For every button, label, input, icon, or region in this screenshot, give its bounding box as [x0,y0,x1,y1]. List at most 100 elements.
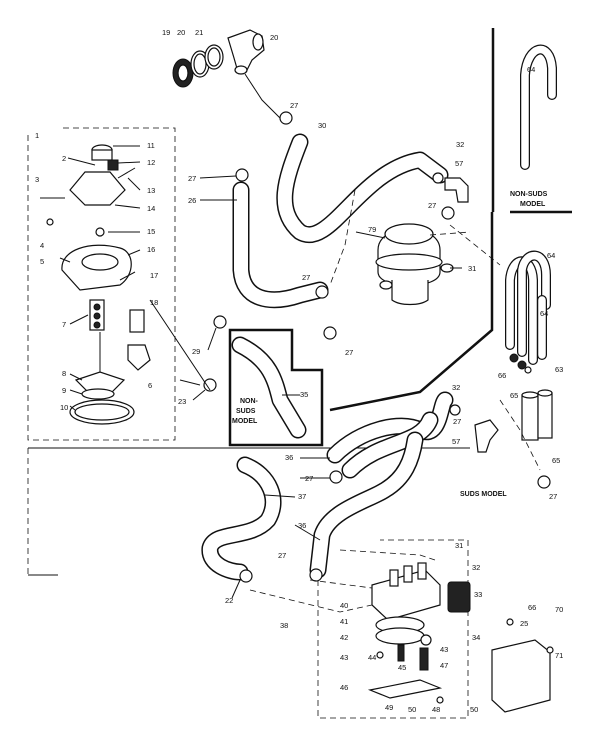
non-suds-mid-line3: MODEL [232,418,258,425]
non-suds-top-line1: NON-SUDS [510,191,548,198]
label-26: 26 [188,196,196,205]
washer-15 [95,227,105,237]
part-labels: 1 2 3 4 5 6 7 8 9 10 11 12 13 14 15 16 1… [35,28,563,714]
label-27-i: 27 [453,417,461,426]
label-17: 17 [150,271,158,280]
clip-6 [127,344,151,371]
label-32-b: 32 [452,383,460,392]
lever-13 [117,167,136,179]
screw-66 [506,618,514,626]
label-38: 38 [280,621,288,630]
pump-group-parts [40,144,151,425]
label-11: 11 [147,141,155,150]
label-48: 48 [432,705,440,714]
label-19: 19 [162,28,170,37]
bracket-70 [491,639,551,713]
label-27-f: 27 [305,474,313,483]
plate-46 [367,679,443,699]
label-42: 42 [340,633,348,642]
label-34: 34 [472,633,480,642]
label-44: 44 [368,653,376,662]
label-14: 14 [147,204,155,213]
label-20-left: 20 [177,28,185,37]
label-3: 3 [35,175,39,184]
leader-20-27 [244,73,283,121]
label-7: 7 [62,320,66,329]
screw-43 [376,651,384,659]
label-66-a: 66 [498,371,506,380]
label-84-right: 64 [547,251,555,260]
hose-26 [232,181,329,309]
washer-47 [420,634,432,646]
label-13: 13 [147,186,155,195]
label-49: 49 [385,703,393,712]
hose-37 [201,456,282,581]
label-20-right: 20 [270,33,278,42]
valve-group-parts [367,562,554,713]
label-70: 70 [555,605,563,614]
label-50-a: 50 [408,705,416,714]
label-36-b: 36 [298,521,306,530]
solenoid-32 [447,581,471,613]
impeller-8 [74,371,126,393]
label-37: 37 [298,492,306,501]
screw-48 [436,696,444,704]
hose-36-lower [309,431,424,579]
label-65-b: 65 [552,456,560,465]
label-84-top: 64 [527,65,535,74]
label-65-a: 65 [510,391,518,400]
hose-36-mid [326,391,454,479]
label-63: 63 [555,365,563,374]
label-31-a: 31 [468,264,476,273]
label-27-e: 27 [428,201,436,210]
label-32-a: 32 [456,140,464,149]
hose-30 [276,133,449,243]
connector-65-a [521,394,539,441]
label-16: 16 [147,245,155,254]
label-45: 45 [398,663,406,672]
non-suds-inset-frame [228,328,324,447]
label-10: 10 [60,403,68,412]
non-suds-mid-line1: NON- [240,398,259,405]
pump-lower-housing [391,280,429,306]
hose-35 [231,336,307,439]
suds-model-label: SUDS MODEL [460,491,507,498]
housing-14 [69,171,126,206]
label-79: 79 [368,225,376,234]
label-9: 9 [62,386,66,395]
label-57-b: 57 [452,437,460,446]
screw-4 [46,218,54,226]
label-31-b: 31 [455,541,463,550]
valve-group-frame [317,539,469,719]
model-labels: NON-SUDS MODEL NON- SUDS MODEL SUDS MODE… [232,191,548,498]
label-12: 12 [147,158,155,167]
label-8: 8 [62,369,66,378]
spring-44 [397,644,405,662]
non-suds-top-line2: MODEL [520,201,546,208]
pump-79 [375,223,454,306]
label-46: 46 [340,683,348,692]
label-40: 40 [340,601,348,610]
label-6: 6 [148,381,152,390]
label-21: 21 [195,28,203,37]
non-suds-mid-line2: SUDS [236,408,256,415]
label-27-a: 27 [188,174,196,183]
label-35: 35 [300,390,308,399]
pump-group-frame [27,127,176,441]
label-30: 30 [318,121,326,130]
label-43-a: 43 [340,653,348,662]
label-1: 1 [35,131,39,140]
section-frames [27,28,572,719]
label-5: 5 [40,257,44,266]
label-27-d: 27 [345,348,353,357]
suds-connectors-65 [509,353,553,441]
label-27-b: 27 [290,101,298,110]
label-27-h: 27 [549,492,557,501]
model-divider-line [329,212,494,412]
elbow-57-lower [474,419,499,453]
label-18: 18 [150,298,158,307]
gasket-9 [81,388,115,400]
label-27-g: 27 [278,551,286,560]
label-69: 25 [520,619,528,628]
